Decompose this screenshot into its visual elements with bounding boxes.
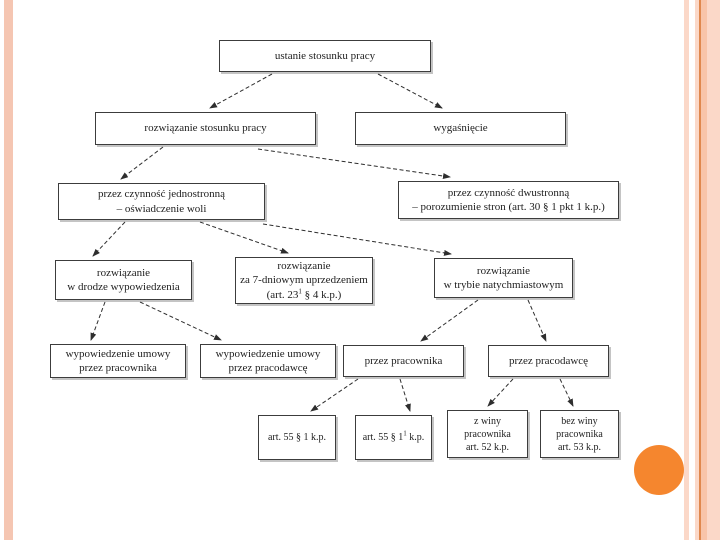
node-z-winy-pracownika: z winy pracownika art. 52 k.p. bbox=[447, 410, 528, 458]
arrow-natychmiastowe-to-przez-pracownika bbox=[420, 299, 479, 342]
node-label: przez pracownika bbox=[364, 354, 443, 367]
left-edge-stripe bbox=[4, 0, 13, 540]
node-czynnosc-jednostronna: przez czynność jednostronną – oświadczen… bbox=[58, 183, 265, 220]
right-edge-stripe-4 bbox=[701, 0, 707, 540]
node-label: ustanie stosunku pracy bbox=[274, 49, 376, 62]
node-label: przez czynność dwustronną – porozumienie… bbox=[412, 186, 605, 213]
arrow-pracodawce-to-z-winy bbox=[487, 378, 514, 407]
arrow-root-to-rozwiazanie bbox=[209, 73, 273, 109]
right-edge-stripe-3 bbox=[699, 0, 701, 540]
node-wygasniecie: wygaśnięcie bbox=[355, 112, 566, 145]
node-bez-winy-pracownika: bez winy pracownika art. 53 k.p. bbox=[540, 410, 619, 458]
node-wypowiedzenie-przez-pracodawce: wypowiedzenie umowy przez pracodawcę bbox=[200, 344, 336, 378]
arrow-wypowiedzenie-to-pracodawca bbox=[139, 301, 222, 341]
arrow-natychmiastowe-to-przez-pracodawce bbox=[527, 299, 547, 342]
node-label: wypowiedzenie umowy przez pracodawcę bbox=[215, 347, 321, 374]
node-przez-pracodawce: przez pracodawcę bbox=[488, 345, 609, 377]
node-art-55-1-1: art. 55 § 11 k.p. bbox=[355, 415, 432, 460]
arrow-root-to-wygasniecie bbox=[377, 73, 443, 109]
node-art-55-1: art. 55 § 1 k.p. bbox=[258, 415, 336, 460]
node-label: art. 55 § 11 k.p. bbox=[362, 429, 425, 443]
node-label: przez pracodawcę bbox=[508, 354, 589, 367]
arrow-pracodawce-to-bez-winy bbox=[559, 378, 574, 407]
orange-circle-decoration bbox=[634, 445, 684, 495]
right-edge-stripe-1 bbox=[684, 0, 689, 540]
arrow-jednostronna-to-uprzedzenie bbox=[199, 221, 289, 254]
node-rozwiazanie-w-drodze-wypowiedzenia: rozwiązanie w drodze wypowiedzenia bbox=[55, 260, 192, 300]
node-label: rozwiązanie za 7-dniowym uprzedzeniem (a… bbox=[240, 260, 368, 301]
node-label: z winy pracownika art. 52 k.p. bbox=[464, 415, 511, 453]
node-przez-pracownika: przez pracownika bbox=[343, 345, 464, 377]
right-edge-stripe-5 bbox=[707, 0, 720, 540]
node-wypowiedzenie-przez-pracownika: wypowiedzenie umowy przez pracownika bbox=[50, 344, 186, 378]
arrow-pracownika-to-art55-11 bbox=[399, 378, 411, 412]
node-rozwiazanie-stosunku-pracy: rozwiązanie stosunku pracy bbox=[95, 112, 316, 145]
node-ustanie-stosunku-pracy: ustanie stosunku pracy bbox=[219, 40, 431, 72]
arrow-jednostronna-to-natychmiastowe bbox=[262, 223, 452, 256]
node-label: bez winy pracownika art. 53 k.p. bbox=[556, 415, 603, 453]
right-edge-stripe-2 bbox=[695, 0, 699, 540]
node-rozwiazanie-natychmiastowe: rozwiązanie w trybie natychmiastowym bbox=[434, 258, 573, 298]
node-label: rozwiązanie stosunku pracy bbox=[144, 122, 267, 135]
node-label: wygaśnięcie bbox=[433, 122, 488, 135]
arrow-wypowiedzenie-to-pracownik bbox=[90, 301, 106, 341]
arrow-jednostronna-to-wypowiedzenie bbox=[92, 221, 126, 257]
arrow-rozwiazanie-to-jednostronna bbox=[120, 146, 164, 180]
node-label: rozwiązanie w trybie natychmiastowym bbox=[443, 264, 564, 291]
arrow-rozwiazanie-to-dwustronna bbox=[257, 148, 451, 179]
node-label: art. 55 § 1 k.p. bbox=[267, 432, 327, 443]
node-label: przez czynność jednostronną – oświadczen… bbox=[97, 188, 226, 215]
node-label: wypowiedzenie umowy przez pracownika bbox=[65, 347, 171, 374]
node-rozwiazanie-za-uprzedzeniem: rozwiązanie za 7-dniowym uprzedzeniem (a… bbox=[235, 257, 373, 304]
node-label: rozwiązanie w drodze wypowiedzenia bbox=[67, 266, 180, 293]
node-czynnosc-dwustronna: przez czynność dwustronną – porozumienie… bbox=[398, 181, 619, 219]
arrow-pracownika-to-art55-1 bbox=[310, 378, 359, 412]
